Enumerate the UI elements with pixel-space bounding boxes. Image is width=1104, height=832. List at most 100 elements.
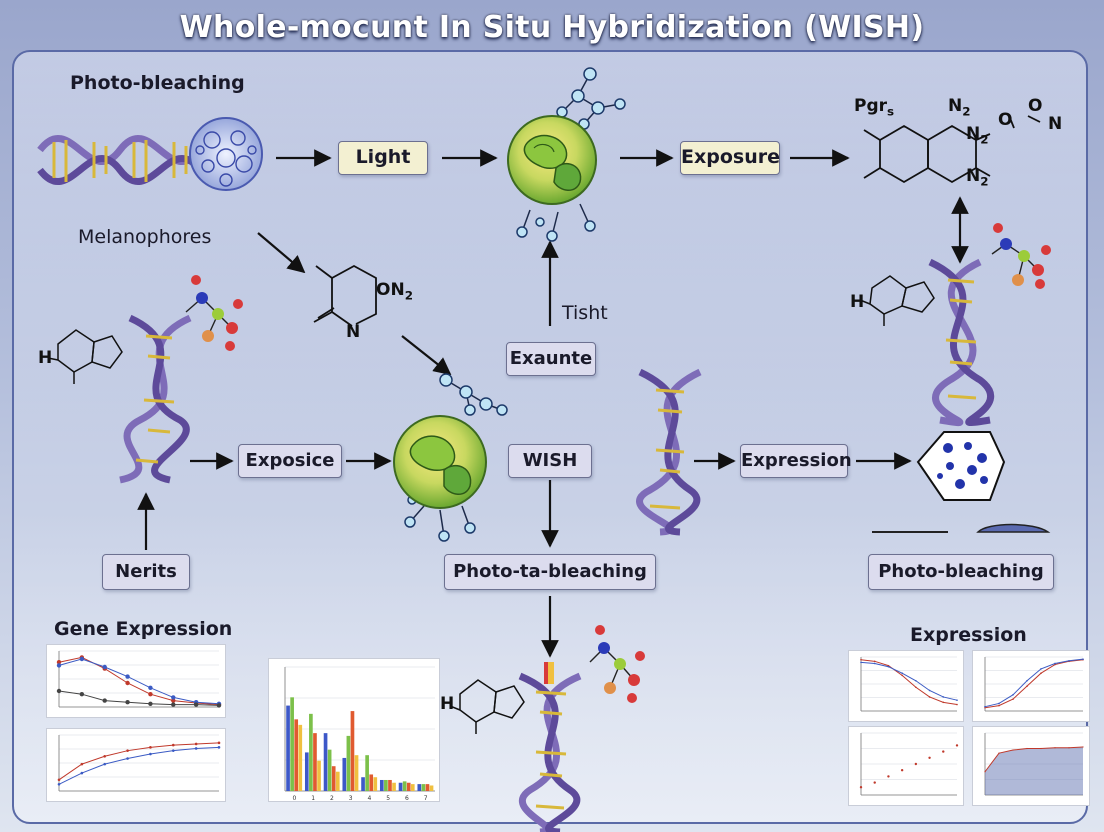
- chart-series-line: [984, 658, 1084, 708]
- box-light: Light: [338, 141, 428, 175]
- box-expression-label: Expression: [741, 450, 852, 471]
- chart-series-line: [58, 690, 220, 706]
- chart-bar: [304, 752, 309, 791]
- chart-expression-tr-svg: [984, 656, 1084, 712]
- chart-point: [873, 660, 876, 663]
- chart-point: [56, 660, 62, 665]
- chart-point: [216, 703, 222, 708]
- chart-bar: [350, 711, 355, 791]
- chem-n2-b-sub: 2: [980, 132, 989, 147]
- flow-arrows: [137, 149, 969, 658]
- chart-bar: [425, 784, 430, 791]
- baseline-marks: [872, 523, 1051, 533]
- chart-point: [859, 786, 863, 789]
- chart-series-line: [58, 746, 220, 785]
- chem-n2-c-text: N: [966, 166, 981, 186]
- chart-expression-br: [972, 726, 1090, 806]
- box-nerits: Nerits: [102, 554, 190, 590]
- chart-series-line: [860, 661, 958, 701]
- box-exposure: Exposure: [680, 141, 780, 175]
- chart-point: [148, 685, 153, 690]
- chart-point: [942, 750, 945, 753]
- chart-point: [860, 661, 862, 664]
- chart-bar: [402, 781, 407, 791]
- chart-bar: [335, 771, 340, 791]
- dna-helix-right-icon: [859, 223, 1051, 427]
- chart-point: [1068, 659, 1070, 662]
- chart-point: [148, 701, 153, 706]
- chart-expression-bl: [848, 726, 964, 806]
- chart-series-line: [58, 656, 220, 706]
- chart-point: [102, 664, 107, 670]
- chart-point: [1040, 672, 1042, 674]
- chart-bar: [369, 774, 374, 791]
- chart-point: [998, 752, 1000, 754]
- chart-bar: [323, 733, 328, 791]
- label-tisht: Tisht: [562, 302, 608, 324]
- chart-series-line: [860, 659, 958, 706]
- chart-point: [1012, 694, 1014, 696]
- chart-point: [125, 680, 130, 686]
- chart-point: [955, 744, 959, 747]
- chart-area: [985, 746, 1083, 795]
- chart-tick-label: 0: [292, 795, 296, 801]
- chart-expression-tr: [972, 650, 1090, 722]
- chart-bar: [354, 755, 359, 791]
- chem-o-a: O: [998, 110, 1013, 130]
- label-photo-bleaching-top: Photo-bleaching: [70, 72, 245, 94]
- chart-point: [942, 696, 945, 698]
- crystal-lattice-icon: [916, 431, 1006, 501]
- box-light-label: Light: [355, 146, 411, 168]
- dna-helix-left-icon: [47, 275, 243, 484]
- chart-bar: [361, 777, 365, 791]
- chem-on2: ON2: [376, 280, 413, 302]
- box-photo-ta-bleaching-label: Photo-ta-bleaching: [453, 561, 647, 582]
- chart-point: [79, 692, 85, 697]
- chart-point: [56, 663, 62, 668]
- chart-point: [942, 701, 945, 704]
- chart-point: [928, 756, 931, 759]
- chart-bar: [392, 782, 396, 791]
- dna-helix-bottom-icon: [449, 625, 645, 832]
- chart-point: [887, 775, 890, 778]
- label-expression-heading: Expression: [910, 624, 1027, 646]
- chart-point: [928, 689, 931, 692]
- chart-point: [148, 692, 153, 697]
- chart-bar: [346, 735, 351, 791]
- chem-h-bottom: H: [440, 694, 455, 714]
- chart-bar: [331, 766, 336, 791]
- chart-bar: [410, 784, 415, 791]
- chart-tick-label: 6: [405, 795, 409, 801]
- chem-h-right: H: [850, 292, 865, 312]
- chart-point: [171, 695, 176, 700]
- chart-point: [901, 674, 903, 677]
- chart-point: [149, 752, 152, 756]
- label-melanophores: Melanophores: [78, 226, 212, 248]
- virus-particle-icon: [189, 117, 263, 191]
- chart-point: [171, 702, 176, 707]
- chart-grid: [861, 732, 957, 796]
- chart-bar: [294, 719, 299, 791]
- chart-point: [998, 704, 1000, 707]
- chart-tick-label: 1: [311, 795, 315, 801]
- chart-bar: [286, 705, 290, 791]
- chart-bar: [290, 697, 294, 791]
- chart-bar: [379, 779, 384, 791]
- chart-point: [80, 762, 84, 766]
- chart-point: [171, 698, 176, 703]
- chart-tick-label: 5: [386, 795, 390, 801]
- chart-point: [80, 771, 84, 775]
- box-exaunte: Exaunte: [506, 342, 596, 376]
- chart-point: [956, 699, 958, 701]
- chem-n-right: N: [1048, 114, 1063, 134]
- chart-bar: [365, 755, 369, 791]
- chart-point: [217, 746, 221, 749]
- chart-point: [1040, 747, 1042, 750]
- ring-molecule-center: [313, 264, 377, 327]
- chart-point: [102, 698, 107, 703]
- chart-point: [984, 771, 986, 773]
- chem-pgrs-text: Pgr: [854, 96, 888, 116]
- chart-point: [1040, 668, 1042, 670]
- chart-point: [171, 743, 175, 747]
